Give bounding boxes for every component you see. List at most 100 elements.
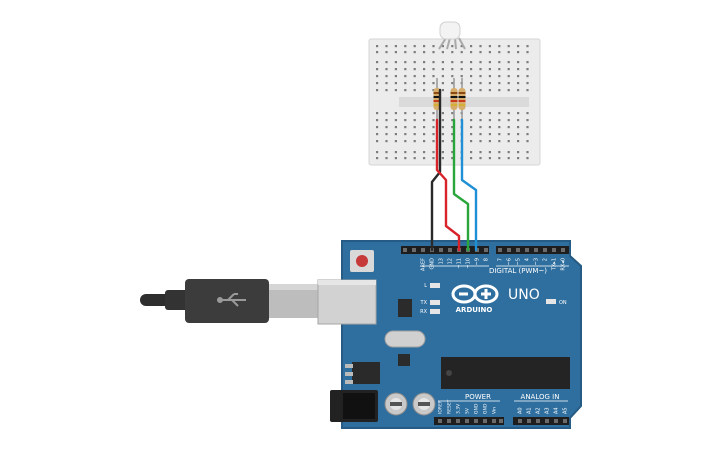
breadboard-hole[interactable] xyxy=(376,82,379,85)
breadboard-hole[interactable] xyxy=(498,89,501,92)
breadboard-hole[interactable] xyxy=(376,45,379,48)
breadboard-hole[interactable] xyxy=(517,133,520,136)
breadboard-hole[interactable] xyxy=(507,119,510,122)
breadboard-hole[interactable] xyxy=(394,61,397,64)
breadboard-hole[interactable] xyxy=(413,112,416,115)
breadboard-hole[interactable] xyxy=(423,89,426,92)
header-pin-hole[interactable] xyxy=(448,248,452,252)
header-pin-hole[interactable] xyxy=(552,248,556,252)
breadboard-hole[interactable] xyxy=(451,112,454,115)
breadboard-hole[interactable] xyxy=(451,45,454,48)
breadboard-hole[interactable] xyxy=(413,151,416,154)
breadboard-hole[interactable] xyxy=(413,45,416,48)
breadboard-hole[interactable] xyxy=(498,133,501,136)
breadboard-hole[interactable] xyxy=(394,45,397,48)
breadboard-hole[interactable] xyxy=(423,140,426,143)
breadboard-hole[interactable] xyxy=(479,157,482,160)
breadboard-hole[interactable] xyxy=(432,45,435,48)
breadboard-hole[interactable] xyxy=(423,119,426,122)
breadboard-hole[interactable] xyxy=(507,82,510,85)
breadboard-hole[interactable] xyxy=(413,51,416,54)
breadboard-hole[interactable] xyxy=(432,112,435,115)
breadboard-hole[interactable] xyxy=(507,126,510,129)
breadboard-hole[interactable] xyxy=(488,82,491,85)
breadboard-hole[interactable] xyxy=(526,45,529,48)
breadboard-hole[interactable] xyxy=(488,119,491,122)
breadboard-hole[interactable] xyxy=(526,112,529,115)
header-pin-hole[interactable] xyxy=(507,248,511,252)
breadboard-hole[interactable] xyxy=(488,151,491,154)
breadboard-hole[interactable] xyxy=(413,75,416,78)
breadboard-hole[interactable] xyxy=(479,68,482,71)
breadboard-hole[interactable] xyxy=(470,75,473,78)
breadboard-hole[interactable] xyxy=(507,133,510,136)
breadboard-hole[interactable] xyxy=(507,61,510,64)
breadboard-hole[interactable] xyxy=(479,45,482,48)
breadboard-hole[interactable] xyxy=(441,126,444,129)
breadboard-hole[interactable] xyxy=(441,89,444,92)
breadboard-hole[interactable] xyxy=(413,68,416,71)
breadboard-hole[interactable] xyxy=(376,112,379,115)
breadboard-hole[interactable] xyxy=(451,82,454,85)
breadboard-hole[interactable] xyxy=(441,82,444,85)
breadboard-hole[interactable] xyxy=(460,61,463,64)
breadboard-hole[interactable] xyxy=(451,133,454,136)
resistor[interactable] xyxy=(433,78,441,120)
breadboard-hole[interactable] xyxy=(404,151,407,154)
breadboard-hole[interactable] xyxy=(385,157,388,160)
breadboard-hole[interactable] xyxy=(479,75,482,78)
breadboard-hole[interactable] xyxy=(526,151,529,154)
breadboard-hole[interactable] xyxy=(526,51,529,54)
breadboard-hole[interactable] xyxy=(507,75,510,78)
breadboard-hole[interactable] xyxy=(413,119,416,122)
breadboard-hole[interactable] xyxy=(376,68,379,71)
breadboard-hole[interactable] xyxy=(413,82,416,85)
breadboard-hole[interactable] xyxy=(423,157,426,160)
breadboard-hole[interactable] xyxy=(470,140,473,143)
breadboard-hole[interactable] xyxy=(441,112,444,115)
breadboard-hole[interactable] xyxy=(394,68,397,71)
breadboard-hole[interactable] xyxy=(498,119,501,122)
breadboard-hole[interactable] xyxy=(432,89,435,92)
breadboard-hole[interactable] xyxy=(451,140,454,143)
breadboard-hole[interactable] xyxy=(441,157,444,160)
breadboard-hole[interactable] xyxy=(488,112,491,115)
breadboard-hole[interactable] xyxy=(488,89,491,92)
breadboard-hole[interactable] xyxy=(432,157,435,160)
breadboard-hole[interactable] xyxy=(498,126,501,129)
breadboard-hole[interactable] xyxy=(479,112,482,115)
breadboard-hole[interactable] xyxy=(394,151,397,154)
breadboard-hole[interactable] xyxy=(470,89,473,92)
breadboard-hole[interactable] xyxy=(479,119,482,122)
breadboard-hole[interactable] xyxy=(526,75,529,78)
breadboard-hole[interactable] xyxy=(470,51,473,54)
breadboard-hole[interactable] xyxy=(404,112,407,115)
breadboard-hole[interactable] xyxy=(376,75,379,78)
breadboard-hole[interactable] xyxy=(423,61,426,64)
breadboard-hole[interactable] xyxy=(385,82,388,85)
breadboard-hole[interactable] xyxy=(517,112,520,115)
breadboard-hole[interactable] xyxy=(441,51,444,54)
breadboard-hole[interactable] xyxy=(385,75,388,78)
breadboard-hole[interactable] xyxy=(517,75,520,78)
breadboard-hole[interactable] xyxy=(526,68,529,71)
wire-red[interactable] xyxy=(435,118,461,252)
breadboard-hole[interactable] xyxy=(498,157,501,160)
header-pin-hole[interactable] xyxy=(492,419,496,423)
header-pin-hole[interactable] xyxy=(534,248,538,252)
breadboard-hole[interactable] xyxy=(488,61,491,64)
header-pin-hole[interactable] xyxy=(527,419,531,423)
breadboard-hole[interactable] xyxy=(394,82,397,85)
breadboard-hole[interactable] xyxy=(423,112,426,115)
breadboard-hole[interactable] xyxy=(479,89,482,92)
breadboard-hole[interactable] xyxy=(470,112,473,115)
breadboard-hole[interactable] xyxy=(413,140,416,143)
resistor[interactable] xyxy=(450,78,458,120)
breadboard-hole[interactable] xyxy=(404,133,407,136)
breadboard-hole[interactable] xyxy=(432,82,435,85)
breadboard-hole[interactable] xyxy=(423,82,426,85)
breadboard-hole[interactable] xyxy=(385,89,388,92)
breadboard-hole[interactable] xyxy=(479,151,482,154)
breadboard-hole[interactable] xyxy=(488,126,491,129)
breadboard-hole[interactable] xyxy=(413,157,416,160)
